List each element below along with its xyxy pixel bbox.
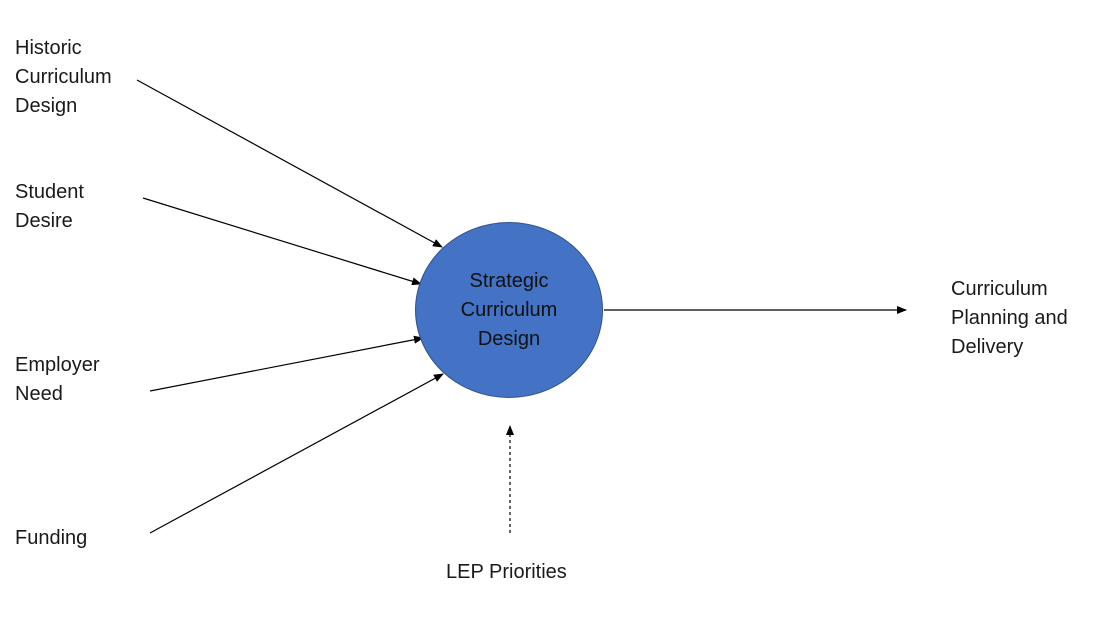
node-student-desire: Student Desire [15, 181, 84, 232]
arrow-employer-to-strategic [149, 335, 424, 392]
hub-label: Strategic Curriculum Design [460, 269, 558, 350]
node-historic-curriculum-design: Historic Curriculum Design [15, 37, 112, 117]
arrow-student-to-strategic [142, 197, 422, 286]
arrow-historic-to-strategic [136, 79, 443, 248]
node-funding: Funding [15, 527, 88, 549]
node-employer-need: Employer Need [15, 354, 100, 405]
node-lep-priorities: LEP Priorities [446, 561, 567, 583]
node-strategic-curriculum-design: Strategic Curriculum Design [415, 222, 603, 398]
arrow-funding-to-strategic [149, 373, 444, 534]
node-curriculum-planning-and-delivery: Curriculum Planning and Delivery [951, 278, 1068, 358]
